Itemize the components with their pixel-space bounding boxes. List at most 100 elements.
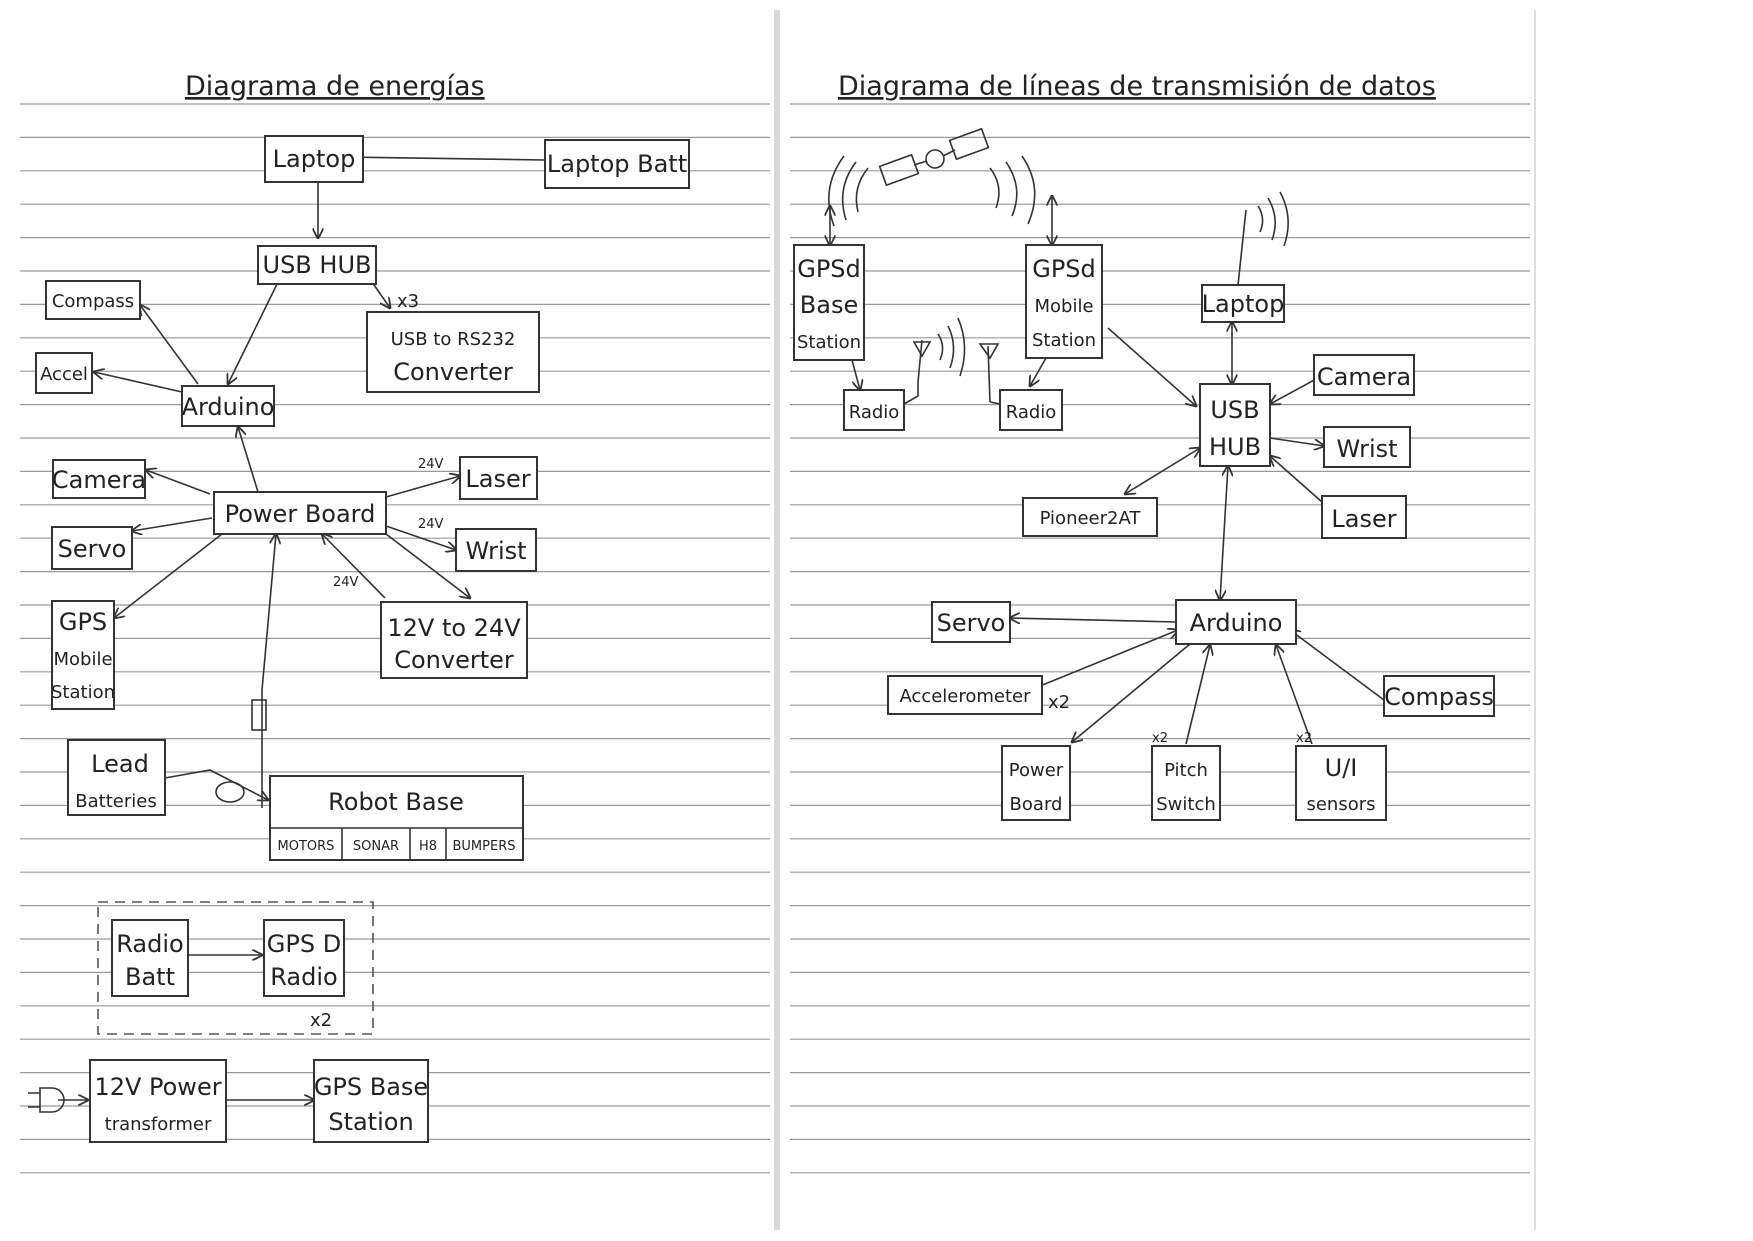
- node-converter-line2: Converter: [394, 646, 514, 674]
- node-accelerometer: [887, 675, 1043, 715]
- edge-arduino-servo: [1010, 618, 1177, 622]
- robot-base-bumpers: BUMPERS: [453, 839, 516, 854]
- node-usb-rs232-line2: Converter: [393, 358, 513, 386]
- edge-gpsd-mobile-radio: [1030, 357, 1047, 386]
- node-converter-line1: 12V to 24V: [387, 614, 521, 642]
- node-camera-label: Camera: [52, 466, 146, 494]
- node-usb-hub-label: USB HUB: [263, 251, 372, 279]
- node-accel: [35, 352, 93, 394]
- edge-lead-robotbase: [164, 769, 268, 800]
- node-arduino-right: [1175, 599, 1297, 645]
- plug-icon: [28, 1087, 65, 1113]
- node-pitch-switch: [1151, 745, 1221, 821]
- node-gpsd-mobile-line2: Mobile: [1034, 296, 1093, 317]
- edge-usbhub-wrist: [1269, 437, 1324, 446]
- node-arduino-right-label: Arduino: [1190, 609, 1283, 637]
- right-page-title: Diagrama de líneas de transmisión de dat…: [838, 71, 1436, 102]
- left-page-title: Diagrama de energías: [185, 71, 485, 102]
- edge-powerboard-converter: [385, 533, 470, 598]
- node-gps-mobile-line2: Mobile: [53, 649, 112, 670]
- node-gpsd-base-line1: GPSd: [797, 255, 861, 283]
- node-ui-sensors-line1: U/I: [1325, 754, 1358, 782]
- fuse-icon: [251, 699, 267, 731]
- node-servo-label: Servo: [58, 535, 127, 563]
- edge-usbhub-pioneer: [1125, 448, 1200, 494]
- node-arduino-label: Arduino: [182, 393, 275, 421]
- accelerometer-multiplier: x2: [1048, 692, 1070, 713]
- radio-antenna-icons: [912, 317, 1000, 403]
- node-camera-right-label: Camera: [1317, 363, 1411, 391]
- node-gps-base-station: [313, 1059, 429, 1143]
- node-power-board-right-line1: Power: [1009, 760, 1064, 781]
- node-pitch-switch-line1: Pitch: [1164, 760, 1208, 781]
- node-laser-label: Laser: [465, 465, 530, 493]
- node-radio-1-label: Radio: [849, 402, 900, 423]
- left-edges: [28, 157, 546, 1113]
- node-usb-hub-right-line1: USB: [1210, 396, 1259, 424]
- node-robot-base: [269, 775, 524, 861]
- edge-arduino-powerboard: [1072, 643, 1191, 742]
- node-pitch-switch-line2: Switch: [1156, 794, 1216, 815]
- edge-converter-powerboard: [322, 534, 386, 599]
- node-gpsd-radio-line1: GPS D: [267, 930, 341, 958]
- node-gps-mobile: [51, 600, 115, 710]
- node-gps-mobile-line1: GPS: [59, 608, 107, 636]
- node-radio-batt: [111, 919, 189, 997]
- node-laptop-right-label: Laptop: [1202, 290, 1285, 318]
- node-gpsd-base-line3: Station: [797, 332, 861, 353]
- node-pioneer: [1022, 497, 1158, 537]
- edge-usbhub-arduino: [228, 281, 279, 384]
- node-laser-right-label: Laser: [1331, 505, 1396, 533]
- edge-robotbase-powerboard: [261, 534, 276, 808]
- node-gps-base-line2: Station: [328, 1108, 413, 1136]
- robot-base-motors: MOTORS: [278, 839, 335, 854]
- node-power-board: [213, 491, 387, 535]
- edge-laptopbatt-laptop: [343, 157, 546, 160]
- edge-camera-usbhub: [1270, 377, 1319, 404]
- node-usb-hub-right: [1199, 383, 1271, 467]
- node-gps-mobile-line3: Station: [51, 682, 115, 703]
- edge-usbhub-rs232: [371, 281, 390, 308]
- node-lead-batteries: [67, 739, 166, 816]
- edge-gpsd-base-radio: [851, 359, 860, 390]
- page-gutter: [774, 10, 780, 1230]
- node-gpsd-radio: [263, 919, 345, 997]
- node-usb-hub-right-line2: HUB: [1209, 433, 1261, 461]
- right-edges: [830, 196, 1385, 745]
- node-wrist-right-label: Wrist: [1336, 435, 1397, 463]
- node-ui-sensors-line2: sensors: [1306, 794, 1375, 815]
- edge-arduino-accel: [94, 372, 183, 393]
- node-camera-right: [1313, 354, 1415, 396]
- node-accelerometer-label: Accelerometer: [899, 686, 1031, 707]
- edge-powerboard-laser: [385, 476, 460, 498]
- node-gpsd-mobile: [1025, 244, 1103, 359]
- node-gpsd-mobile-line3: Station: [1032, 330, 1096, 351]
- node-compass-right-label: Compass: [1384, 683, 1494, 711]
- node-laptop-right: [1201, 284, 1285, 323]
- node-laptop: [264, 135, 364, 183]
- node-power-board-label: Power Board: [225, 500, 376, 528]
- node-gps-base-line1: GPS Base: [314, 1073, 428, 1101]
- node-compass: [45, 280, 141, 320]
- robot-base-sonar: SONAR: [353, 839, 399, 854]
- node-compass-label: Compass: [52, 291, 134, 312]
- node-usb-hub: [257, 245, 377, 285]
- node-pioneer-label: Pioneer2AT: [1040, 508, 1142, 529]
- node-laptop-label: Laptop: [273, 145, 356, 173]
- edge-radio2-antenna: [989, 401, 1001, 405]
- left-diagram: Laptop Laptop Batt USB HUB Compass USB t…: [28, 135, 690, 1143]
- node-laser-right: [1321, 495, 1407, 539]
- node-laser: [459, 456, 538, 500]
- edge-pitch-arduino: [1185, 645, 1210, 745]
- node-wrist: [455, 528, 537, 572]
- rs232-multiplier: x3: [397, 291, 419, 312]
- node-power-board-right: [1001, 745, 1071, 821]
- node-gpsd-radio-line2: Radio: [270, 963, 337, 991]
- node-ui-sensors: [1295, 745, 1387, 821]
- edge-radio1-antenna: [903, 382, 919, 405]
- laser-voltage: 24V: [418, 457, 444, 472]
- node-converter-12-24: [380, 601, 528, 679]
- ui-sensors-multiplier: x2: [1296, 731, 1312, 746]
- node-gpsd-base-line2: Base: [800, 291, 858, 319]
- right-diagram: GPSd Base Station GPSd Mobile Station La…: [793, 127, 1495, 821]
